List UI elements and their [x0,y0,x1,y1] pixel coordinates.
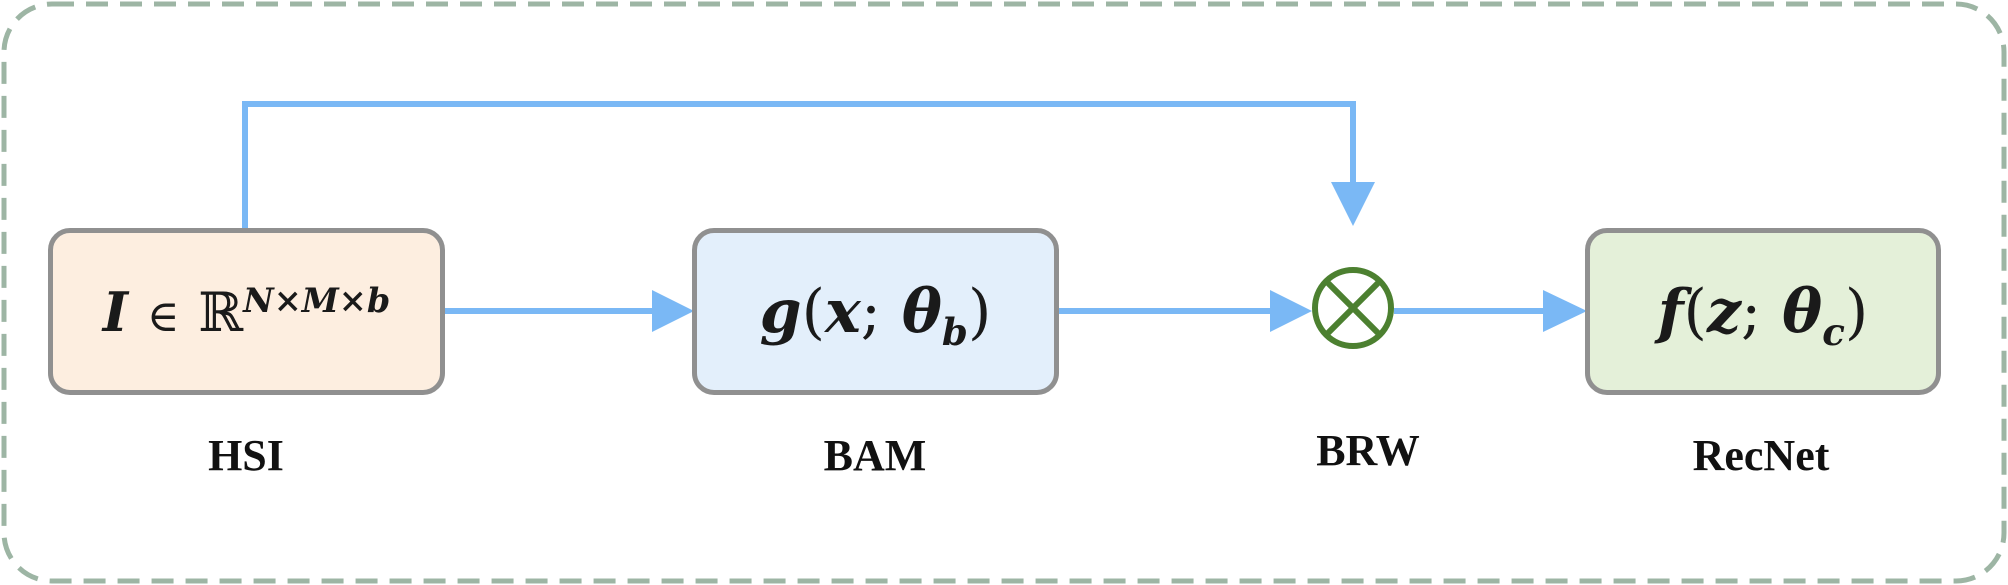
hsi-formula: I ∈ ℝN×M×b [103,280,391,344]
bam-open-paren: ( [801,276,825,347]
hsi-element-of-symbol: ∈ [146,290,180,342]
skip-connection-arrowhead [1331,182,1375,226]
recnet-separator: ; [1741,276,1762,347]
bam-close-paren: ) [967,276,992,347]
arrow-brw-to-recnet-head [1543,290,1587,332]
multiply-circle-icon [1312,267,1394,349]
recnet-parameter-subscript: c [1822,309,1845,354]
recnet-close-paren: ) [1844,276,1869,347]
bam-formula: g(x; θb) [759,276,992,351]
brw-label: BRW [1316,426,1420,475]
hsi-label: HSI [208,431,284,480]
hsi-real-set-symbol: ℝ [198,280,244,344]
recnet-formula: f(z; θc) [1657,276,1869,351]
bam-label: BAM [823,431,927,480]
hsi-box: I ∈ ℝN×M×b [48,228,445,395]
skip-connection-line [242,101,1356,229]
arrow-bam-to-brw-head [1270,290,1312,332]
bam-argument: x [825,276,861,347]
hsi-variable: I [102,279,129,344]
arrow-hsi-to-bam-head [652,290,694,332]
recnet-argument: z [1706,276,1742,347]
bam-parameter-subscript: b [941,309,968,354]
bam-separator: ; [860,276,881,347]
bam-function-name: g [759,276,802,347]
recnet-label: RecNet [1692,431,1830,480]
hsi-dimensions: N×M×b [243,280,391,320]
recnet-parameter: θ [1782,276,1823,347]
bam-parameter: θ [901,276,942,347]
bam-box: g(x; θb) [692,228,1059,395]
recnet-open-paren: ( [1683,276,1707,347]
recnet-box: f(z; θc) [1585,228,1941,395]
recnet-function-name: f [1657,276,1684,347]
